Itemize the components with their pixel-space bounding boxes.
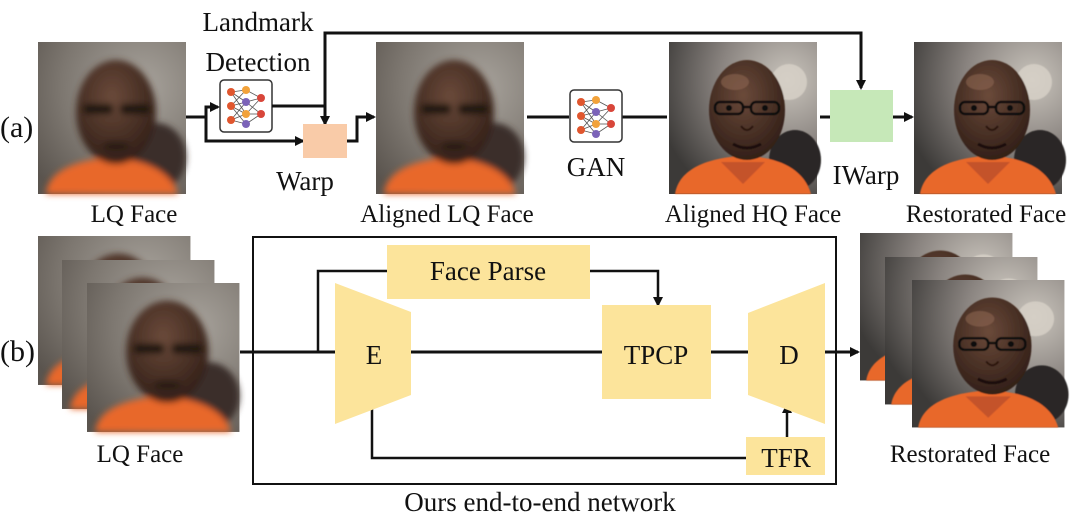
face-parse-label: Face Parse [430,256,546,286]
row-b-connectors [240,269,860,460]
decoder-label: D [779,340,799,370]
lq-face-image [38,42,186,194]
iwarp-label: IWarp [833,160,900,190]
row-b-label: (b) [0,335,35,368]
tfr-label: TFR [761,443,811,473]
aligned-hq-face-image [669,42,821,194]
warp-label: Warp [276,166,334,196]
caption-lq-face-a: LQ Face [91,201,178,228]
caption-restored-face-a: Restorated Face [906,201,1066,228]
restored-face-image-a [914,42,1066,194]
lq-face-stack [38,236,239,432]
network-frame [252,236,837,485]
aligned-lq-face-image [376,42,524,194]
decoder-block [748,283,825,424]
caption-aligned-hq-face: Aligned HQ Face [665,201,841,228]
gan-network-icon [569,89,623,143]
iwarp-block [830,90,893,142]
restored-face-stack [860,233,1069,427]
tpcp-label: TPCP [624,340,689,370]
encoder-label: E [366,340,383,370]
row-a-label: (a) [0,111,33,144]
caption-lq-face-b: LQ Face [97,441,184,468]
warp-block [303,124,347,158]
landmark-label-line1: Landmark [203,7,314,37]
tfr-block [746,437,825,475]
encoder-block [335,283,411,424]
network-caption: Ours end-to-end network [404,487,676,517]
landmark-network-icon [219,79,273,133]
caption-restored-face-b: Restorated Face [890,441,1050,468]
row-a-connectors [186,31,914,146]
caption-aligned-lq-face: Aligned LQ Face [360,201,534,228]
gan-label: GAN [567,152,626,182]
landmark-label-line2: Detection [206,47,311,77]
face-parse-block [387,245,590,299]
tpcp-block [602,305,711,399]
